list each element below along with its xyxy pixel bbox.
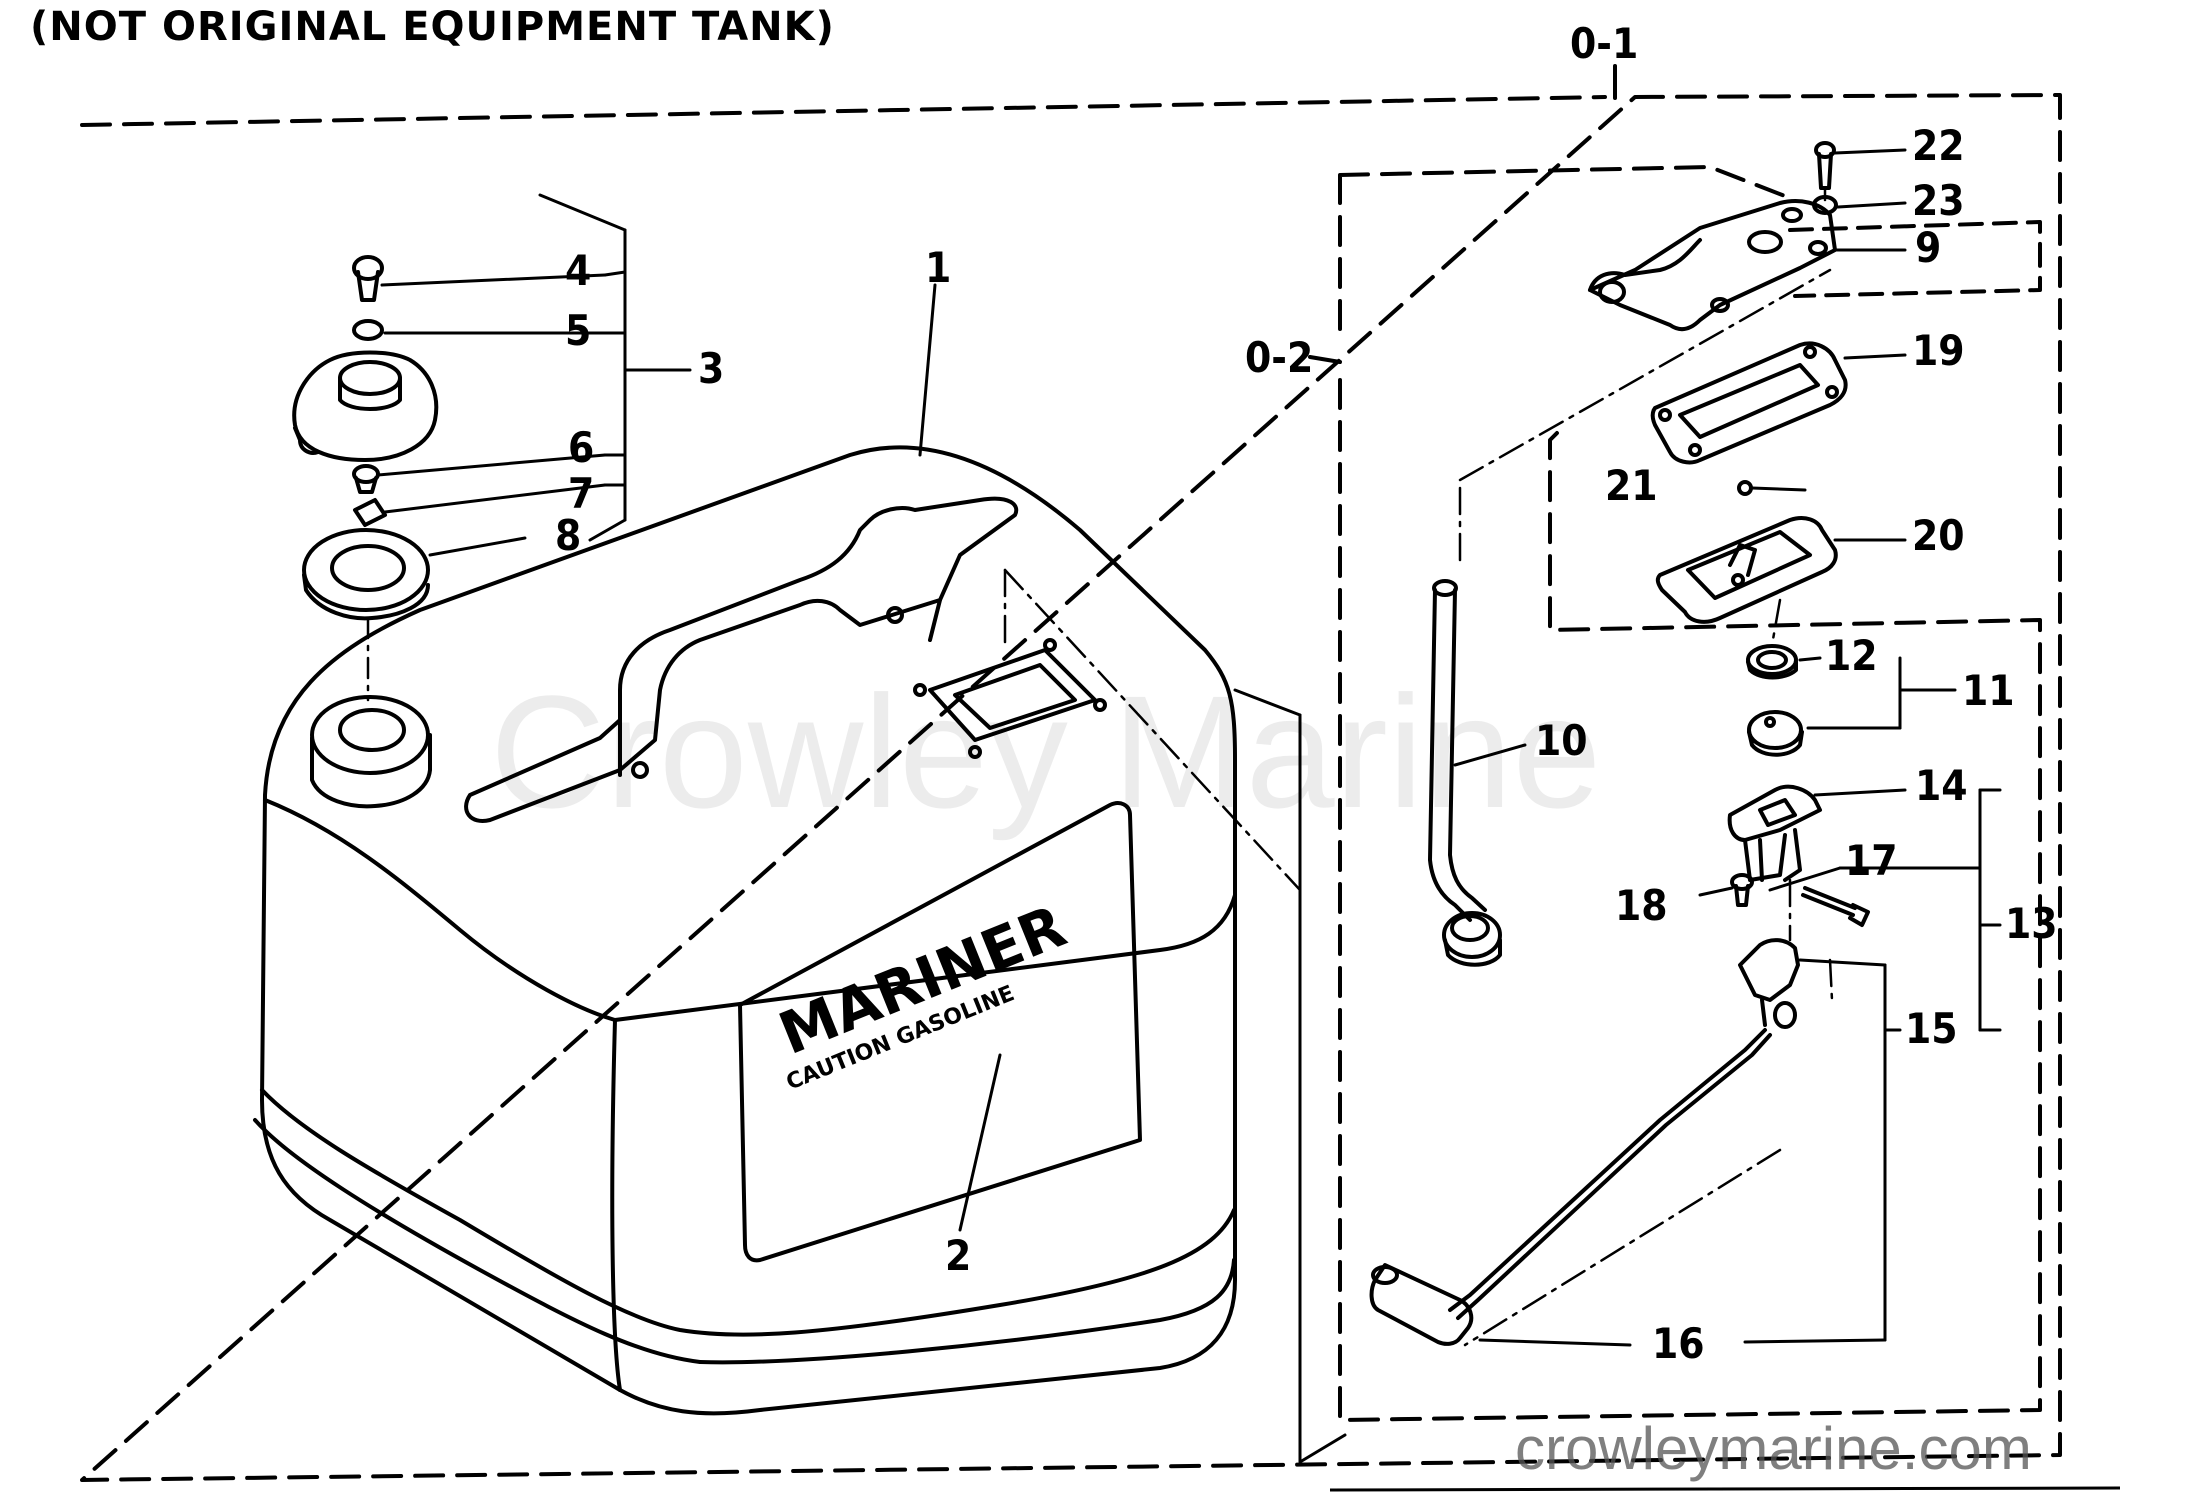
callout-21: 21 <box>1605 461 1658 510</box>
site-watermark: crowleymarine.com <box>1515 1415 2032 1482</box>
callout-3: 3 <box>698 344 724 393</box>
grommet-12 <box>1746 644 1798 680</box>
watermark: Crowley Marine <box>490 662 1602 841</box>
pickup-tube-10 <box>1428 579 1502 967</box>
group-label-o2: 0-2 <box>1245 333 1313 382</box>
group-label-o1: 0-1 <box>1570 19 1638 68</box>
callout-18: 18 <box>1615 881 1668 930</box>
gasket-19 <box>1650 341 1848 465</box>
callout-5: 5 <box>565 306 591 355</box>
group-o2-leader <box>1308 355 1342 364</box>
part-21 <box>1737 480 1753 496</box>
tank-link-line-2 <box>1298 713 1347 1464</box>
callout-2: 2 <box>945 1231 971 1280</box>
callout-15: 15 <box>1905 1004 1958 1053</box>
tank-link-line <box>1233 688 1302 717</box>
diagram-title: (NOT ORIGINAL EQUIPMENT TANK) <box>30 4 835 50</box>
callout-9: 9 <box>1915 223 1941 272</box>
top-part-dashed-box <box>1788 220 2042 298</box>
callout-11: 11 <box>1962 666 2015 715</box>
callout-16: 16 <box>1652 1319 1705 1368</box>
callout-14: 14 <box>1915 761 1968 810</box>
float-arm-15 <box>1448 938 1800 1320</box>
tank-decal <box>738 801 1142 1263</box>
callout-12: 12 <box>1825 631 1878 680</box>
float-16 <box>1369 1263 1474 1346</box>
filler-neck <box>310 695 432 809</box>
bottom-rule <box>1329 1486 2121 1492</box>
callout-20: 20 <box>1912 511 1965 560</box>
assembly-centerlines <box>1003 188 1834 1347</box>
callout-23: 23 <box>1912 176 1965 225</box>
screw-22-washer-23 <box>1812 141 1838 215</box>
sender-cover-9 <box>1588 199 1837 332</box>
outer-dashed-frame <box>80 93 2062 1482</box>
inner-dashed-frame <box>1338 165 2042 1422</box>
screw-18 <box>1730 873 1754 907</box>
sender-plate-20 <box>1655 516 1838 624</box>
callout-1: 1 <box>925 243 951 292</box>
fuel-tank <box>253 445 1237 1416</box>
callout-19: 19 <box>1912 326 1965 375</box>
filler-cap-assembly <box>292 255 439 702</box>
bracket-14 <box>1727 784 1822 882</box>
callout-17: 17 <box>1845 836 1898 885</box>
callout-4: 4 <box>565 246 591 295</box>
callout-13: 13 <box>2005 899 2058 948</box>
screw-17 <box>1801 886 1870 927</box>
tank-sender-plate <box>913 638 1107 759</box>
callout-6: 6 <box>568 423 594 472</box>
callout-7: 7 <box>568 469 594 518</box>
cap-11 <box>1747 710 1804 757</box>
callout-10: 10 <box>1535 716 1588 765</box>
callout-8: 8 <box>555 511 581 560</box>
callout-22: 22 <box>1912 121 1965 170</box>
leader-lines <box>376 148 2002 1347</box>
tank-handle <box>464 496 1019 823</box>
